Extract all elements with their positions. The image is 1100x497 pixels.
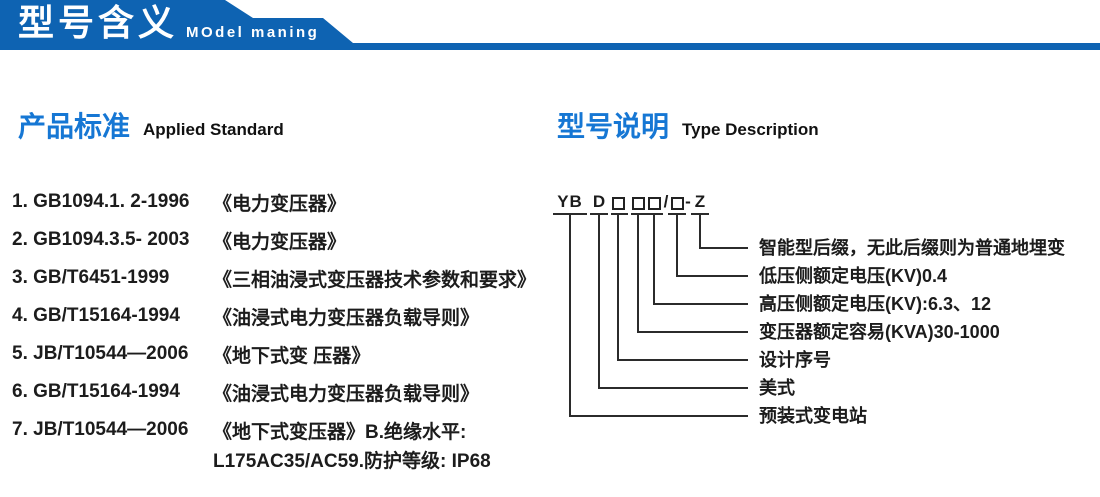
- code-part-d: D: [592, 192, 606, 211]
- standard-code: 4. GB/T15164-1994: [12, 305, 180, 326]
- code-slash: /: [663, 192, 669, 211]
- standard-title: 《电力变压器》: [213, 231, 347, 253]
- standard-row: 2. GB1094.3.5- 2003 《电力变压器》: [12, 221, 572, 259]
- standard-row: 5. JB/T10544—2006 《地下式变 压器》: [12, 335, 572, 373]
- standard-code: 6. GB/T15164-1994: [12, 381, 180, 402]
- standard-code: 3. GB/T6451-1999: [12, 267, 170, 288]
- standard-code: 1. GB1094.1. 2-1996: [12, 191, 190, 212]
- standard-row: 3. GB/T6451-1999 《三相油浸式变压器技术参数和要求》: [12, 259, 572, 297]
- description-label-capacity: 变压器额定容易(KVA)30-1000: [759, 322, 1000, 342]
- standard-title: 《油浸式电力变压器负载导则》: [213, 307, 480, 329]
- page-title: 型号含义: [18, 2, 179, 43]
- description-label-american: 美式: [759, 378, 795, 398]
- standard-title: 《地下式变压器》B.绝缘水平:: [213, 421, 467, 443]
- description-label-z: 智能型后缀，无此后缀则为普通地埋变: [759, 238, 1065, 258]
- code-dash: -: [685, 192, 691, 211]
- type-heading-en: Type Description: [682, 120, 819, 139]
- code-box-1: [612, 197, 625, 210]
- standard-row: 4. GB/T15164-1994 《油浸式电力变压器负载导则》: [12, 297, 572, 335]
- code-box-2: [632, 197, 645, 210]
- description-label-lv: 低压侧额定电压(KV)0.4: [759, 266, 948, 286]
- page-subtitle: MOdel maning: [186, 24, 320, 41]
- code-part-z: Z: [694, 192, 706, 211]
- standard-row: 7. JB/T10544—2006 《地下式变压器》B.绝缘水平:: [12, 411, 572, 449]
- standard-title: 《地下式变 压器》: [213, 345, 371, 367]
- standard-row: 1. GB1094.1. 2-1996 《电力变压器》: [12, 183, 572, 221]
- description-label-hv: 高压侧额定电压(KV):6.3、12: [759, 294, 992, 314]
- standard-title: 《电力变压器》: [213, 193, 347, 215]
- standard-continuation: L175AC35/AC59.防护等级: IP68: [213, 451, 491, 472]
- standards-list: 1. GB1094.1. 2-1996 《电力变压器》 2. GB1094.3.…: [12, 183, 572, 449]
- standard-row: 6. GB/T15164-1994 《油浸式电力变压器负载导则》: [12, 373, 572, 411]
- standard-code: 2. GB1094.3.5- 2003: [12, 229, 190, 250]
- code-box-4: [671, 197, 684, 210]
- standard-title: 《油浸式电力变压器负载导则》: [213, 383, 480, 405]
- standard-code: 7. JB/T10544—2006: [12, 419, 189, 440]
- description-label-substation: 预装式变电站: [759, 406, 867, 426]
- standards-heading-cn: 产品标准: [18, 111, 131, 142]
- description-label-design-no: 设计序号: [759, 350, 831, 370]
- code-box-3: [648, 197, 661, 210]
- code-part-yb: YB: [557, 192, 583, 211]
- standards-heading-en: Applied Standard: [143, 120, 284, 139]
- standard-code: 5. JB/T10544—2006: [12, 343, 189, 364]
- standard-title: 《三相油浸式变压器技术参数和要求》: [213, 269, 537, 291]
- type-heading-cn: 型号说明: [557, 111, 670, 142]
